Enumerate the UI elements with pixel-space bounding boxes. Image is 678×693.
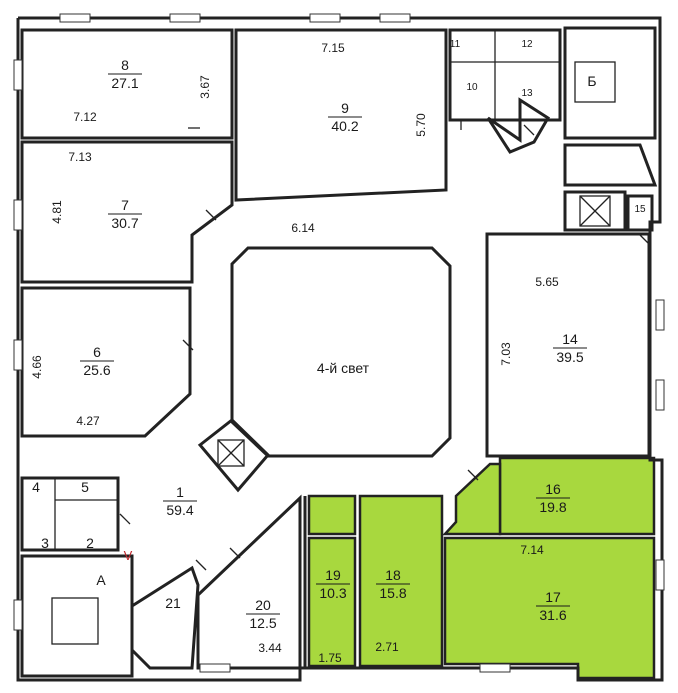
room-number: 19 — [325, 567, 341, 583]
room-number: 9 — [341, 100, 349, 116]
door-marks — [119, 120, 649, 571]
room-number: 8 — [121, 57, 129, 73]
dim-4-66: 4.66 — [30, 355, 44, 379]
dim-2-71: 2.71 — [375, 640, 399, 654]
label-room5: 5 — [81, 479, 89, 495]
room-area: 39.5 — [556, 349, 583, 365]
windows — [13, 13, 665, 673]
elevator-shaft-top — [579, 195, 611, 227]
room-number: 1 — [176, 484, 184, 500]
v-marker: V — [124, 548, 133, 563]
label-stair-b: Б — [587, 73, 596, 89]
label-room4: 4 — [32, 479, 40, 495]
room-number: 16 — [545, 481, 561, 497]
room-label-1: 159.4 — [163, 484, 197, 518]
dim-3-44: 3.44 — [258, 641, 282, 655]
walls — [16, 16, 664, 682]
room-label-14: 14 39.5 — [553, 331, 587, 365]
label-stair-a: А — [96, 572, 106, 588]
room-label-6: 625.6 — [80, 344, 114, 378]
highlighted-rooms — [307, 456, 656, 680]
room-number: 6 — [93, 344, 101, 360]
label-room21: 21 — [165, 595, 181, 611]
room-label-7: 730.7 — [108, 197, 142, 231]
label-room3: 3 — [41, 535, 49, 551]
room-area: 10.3 — [319, 585, 346, 601]
label-room2: 2 — [86, 535, 94, 551]
room-area: 30.7 — [111, 215, 138, 231]
dim-7-15: 7.15 — [321, 41, 345, 55]
elevator-shaft-center — [217, 439, 245, 467]
label-room10: 10 — [466, 82, 478, 93]
room-label-20: 20 12.5 — [246, 597, 280, 631]
room-19-corridor-fill — [307, 494, 357, 536]
room-label-19: 19 10.3 — [316, 567, 350, 601]
dim-7-03: 7.03 — [499, 342, 513, 366]
room-labels: 827.1940.2730.7625.61439.5159.41619.8173… — [80, 57, 587, 631]
room-number: 7 — [121, 197, 129, 213]
dim-5-70: 5.70 — [414, 113, 428, 137]
room-label-16: 16 19.8 — [536, 481, 570, 515]
room-area: 19.8 — [539, 499, 566, 515]
dim-7-14: 7.14 — [520, 543, 544, 557]
room-area: 40.2 — [331, 118, 358, 134]
dim-4-27: 4.27 — [76, 414, 100, 428]
room-number: 17 — [545, 589, 561, 605]
room-area: 59.4 — [166, 502, 193, 518]
room-area: 25.6 — [83, 362, 110, 378]
dim-6-14: 6.14 — [291, 221, 315, 235]
room-label-18: 18 15.8 — [376, 567, 410, 601]
room-number: 14 — [562, 331, 578, 347]
room-area: 31.6 — [539, 607, 566, 623]
room-label-9: 940.2 — [328, 100, 362, 134]
room-18-fill[interactable] — [358, 494, 444, 668]
corridor-fill — [442, 462, 502, 536]
room-label-17: 17 31.6 — [536, 589, 570, 623]
dim-1-75: 1.75 — [318, 651, 342, 665]
dim-3-67: 3.67 — [198, 75, 212, 99]
room-label-8: 827.1 — [108, 57, 142, 91]
dim-4-81: 4.81 — [50, 200, 64, 224]
dim-5-65: 5.65 — [535, 275, 559, 289]
room-16-fill[interactable] — [498, 456, 656, 536]
room-number: 18 — [385, 567, 401, 583]
stair-b-box — [574, 61, 616, 103]
stair-a-box — [51, 597, 99, 645]
dimension-labels: 7.15 7.12 3.67 5.70 7.13 4.81 6.14 5.65 7.03 4.66… — [30, 41, 559, 665]
label-room13: 13 — [521, 88, 533, 99]
dim-7-13: 7.13 — [68, 150, 92, 164]
label-room12: 12 — [521, 39, 533, 50]
room-area: 27.1 — [111, 75, 138, 91]
label-room11: 11 — [450, 39, 461, 50]
room-19-fill[interactable] — [307, 536, 357, 668]
room-number: 20 — [255, 597, 271, 613]
room-area: 15.8 — [379, 585, 406, 601]
room-area: 12.5 — [249, 615, 276, 631]
label-atrium: 4-й свет — [317, 360, 370, 376]
label-room15: 15 — [634, 204, 646, 215]
dim-7-12: 7.12 — [73, 110, 97, 124]
